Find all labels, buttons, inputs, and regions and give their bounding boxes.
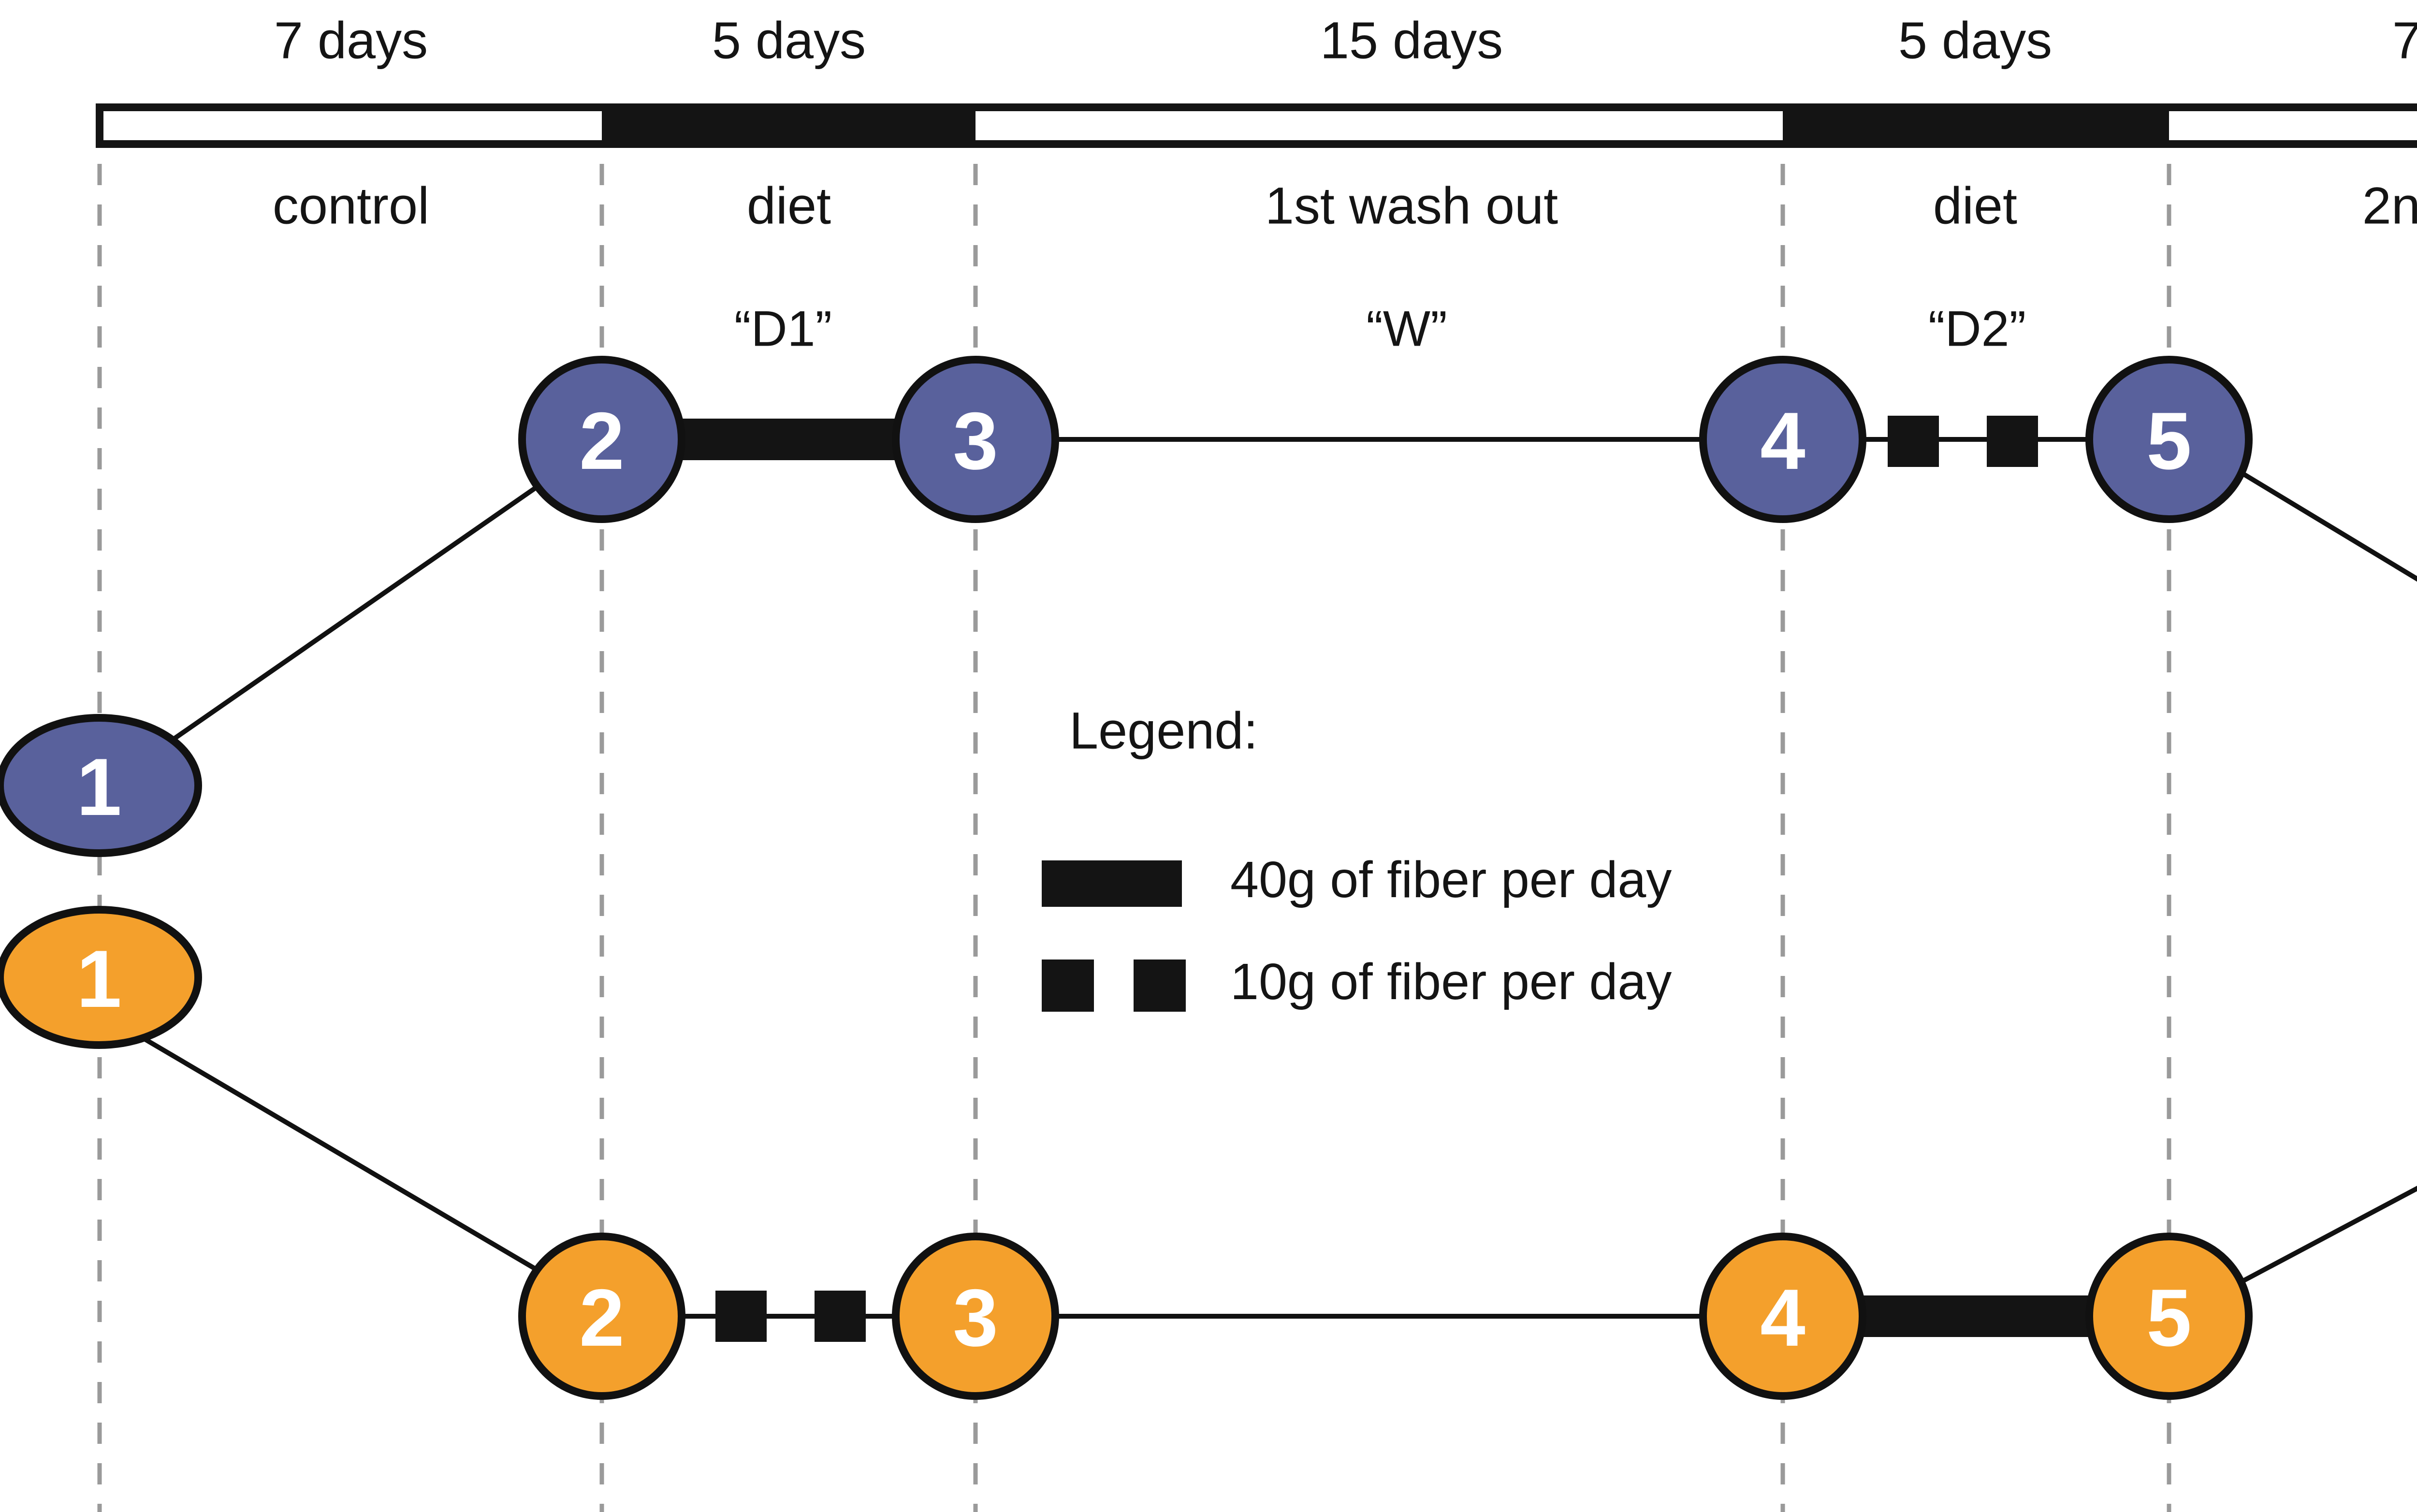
node-a-1-shape[interactable] xyxy=(0,714,202,857)
phase-labels: control diet 1st wash out diet 2nd wash … xyxy=(273,176,2417,235)
node-b-5-label: 5 xyxy=(2146,1272,2191,1363)
node-a-2[interactable]: 2 xyxy=(518,356,685,523)
node-b-1[interactable]: 1 xyxy=(0,906,202,1049)
node-a-2-label: 2 xyxy=(579,395,624,486)
node-b-2-label: 2 xyxy=(579,1272,624,1363)
node-b-5[interactable]: 5 xyxy=(2085,1233,2253,1400)
arm-a-nodes: 1 2 3 4 5 6 xyxy=(0,356,2253,857)
arm-b-nodes: 1 2 3 4 5 6 xyxy=(0,906,2253,1400)
node-a-5-shape[interactable] xyxy=(2085,356,2253,523)
legend-label-10g: 10g of fiber per day xyxy=(1230,953,1672,1010)
node-b-2-shape[interactable] xyxy=(518,1233,685,1400)
node-b-3[interactable]: 3 xyxy=(892,1233,1059,1400)
legend-swatch-dashed-square-1 xyxy=(1042,960,1094,1012)
node-b-4-label: 4 xyxy=(1760,1272,1805,1363)
node-b-3-shape[interactable] xyxy=(892,1233,1059,1400)
timeline-segment-diet-2 xyxy=(1783,107,2169,144)
node-b-3-label: 3 xyxy=(953,1272,998,1363)
duration-label-1: 5 days xyxy=(712,11,866,70)
arm-b-link-4-5-thick xyxy=(1854,1295,2110,1337)
legend-row-40g: 40g of fiber per day xyxy=(1042,851,1672,908)
phase-code-d2: “D2” xyxy=(1928,301,2026,357)
node-a-5[interactable]: 5 xyxy=(2085,356,2253,523)
duration-label-2: 15 days xyxy=(1320,11,1503,70)
legend-title: Legend: xyxy=(1069,701,1258,760)
node-a-4-label: 4 xyxy=(1760,395,1805,486)
node-b-1-label: 1 xyxy=(76,933,121,1024)
legend-row-10g: 10g of fiber per day xyxy=(1042,953,1672,1012)
arm-b-link-2-3-square-2 xyxy=(815,1291,866,1342)
arm-a-link-1-2 xyxy=(144,471,557,761)
node-a-1-label: 1 xyxy=(76,741,121,832)
node-a-3-shape[interactable] xyxy=(892,356,1059,523)
node-b-2[interactable]: 2 xyxy=(518,1233,685,1400)
arm-a-links xyxy=(144,416,2417,761)
node-b-1-shape[interactable] xyxy=(0,906,202,1049)
arm-a-link-4-5-square-2 xyxy=(1987,416,2038,467)
phase-code-d1: “D1” xyxy=(734,301,832,357)
node-a-3-label: 3 xyxy=(953,395,998,486)
legend-swatch-dashed-square-2 xyxy=(1134,960,1186,1012)
phase-codes: “D1” “W” “D2” xyxy=(734,301,2026,357)
timeline-segment-washout-2 xyxy=(2169,107,2417,144)
phase-label-control: control xyxy=(273,176,429,235)
timeline-segment-control xyxy=(100,107,602,144)
arm-a-link-5-6 xyxy=(2242,471,2417,582)
duration-label-4: 7 days xyxy=(2392,11,2417,70)
phase-label-washout-2: 2nd wash out xyxy=(2362,176,2417,235)
arm-a-link-4-5-square-1 xyxy=(1888,416,1939,467)
legend-label-40g: 40g of fiber per day xyxy=(1230,851,1672,908)
legend: Legend: 40g of fiber per day 10g of fibe… xyxy=(1042,701,1672,1012)
duration-label-3: 5 days xyxy=(1898,11,2052,70)
timeline-segment-washout-1 xyxy=(976,107,1783,144)
legend-swatch-solid-bar xyxy=(1042,860,1182,907)
arm-b-link-1-2 xyxy=(144,1037,557,1283)
node-a-5-label: 5 xyxy=(2146,395,2191,486)
timeline-segment-diet-1 xyxy=(602,107,976,144)
node-b-4[interactable]: 4 xyxy=(1699,1233,1866,1400)
timeline-bar-outline xyxy=(96,103,2417,148)
timeline-bar xyxy=(96,103,2417,148)
arm-a-link-2-3-thick xyxy=(662,419,918,460)
duration-label-0: 7 days xyxy=(274,11,428,70)
arm-b-links xyxy=(144,1037,2417,1342)
node-b-4-shape[interactable] xyxy=(1699,1233,1866,1400)
node-a-4-shape[interactable] xyxy=(1699,356,1866,523)
phase-label-diet-2: diet xyxy=(1933,176,2017,235)
node-a-2-shape[interactable] xyxy=(518,356,685,523)
phase-label-washout-1: 1st wash out xyxy=(1265,176,1558,235)
duration-labels: 7 days 5 days 15 days 5 days 7 days xyxy=(274,11,2417,70)
phase-code-w: “W” xyxy=(1366,301,1447,357)
node-b-5-shape[interactable] xyxy=(2085,1233,2253,1400)
node-a-3[interactable]: 3 xyxy=(892,356,1059,523)
arm-b-link-5-6 xyxy=(2242,1186,2417,1283)
node-a-1[interactable]: 1 xyxy=(0,714,202,857)
node-a-4[interactable]: 4 xyxy=(1699,356,1866,523)
arm-b-link-2-3-square-1 xyxy=(715,1291,767,1342)
phase-label-diet-1: diet xyxy=(747,176,831,235)
